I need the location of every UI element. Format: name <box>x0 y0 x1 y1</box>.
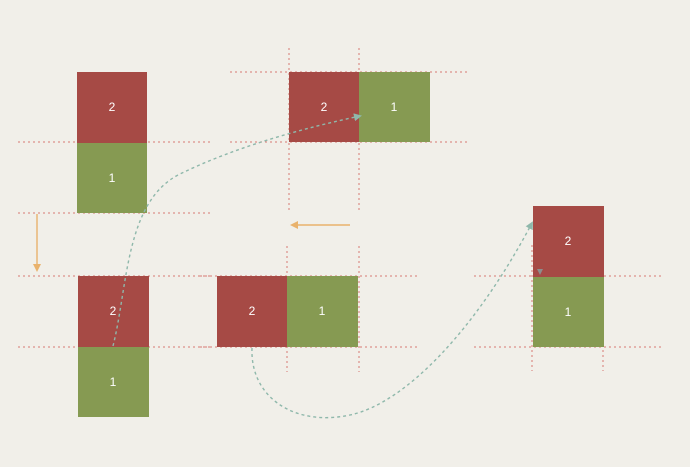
block-label: 1 <box>565 305 572 319</box>
block-green <box>287 276 358 347</box>
block-red <box>217 276 287 347</box>
block-red <box>78 276 149 347</box>
stack-top-left: 2 1 <box>77 72 147 213</box>
movement-arrows <box>33 214 350 272</box>
block-red <box>533 206 604 277</box>
block-label: 2 <box>109 100 116 114</box>
block-label: 1 <box>109 171 116 185</box>
block-label: 2 <box>110 304 117 318</box>
block-label: 2 <box>565 234 572 248</box>
block-label: 1 <box>391 100 398 114</box>
block-green <box>77 143 147 213</box>
stack-right: 2 1 <box>533 206 604 347</box>
block-green <box>359 72 430 142</box>
pointer-marker <box>537 269 543 275</box>
block-label: 1 <box>319 304 326 318</box>
pair-lower-middle: 2 1 <box>217 276 358 347</box>
block-green <box>533 277 604 347</box>
path-arrows <box>112 113 533 419</box>
pair-top-middle: 2 1 <box>289 72 430 142</box>
stack-lower-left: 2 1 <box>78 276 149 417</box>
block-label: 2 <box>321 100 328 114</box>
block-label: 1 <box>110 375 117 389</box>
block-label: 2 <box>249 304 256 318</box>
block-red <box>77 72 147 143</box>
block-green <box>78 347 149 417</box>
